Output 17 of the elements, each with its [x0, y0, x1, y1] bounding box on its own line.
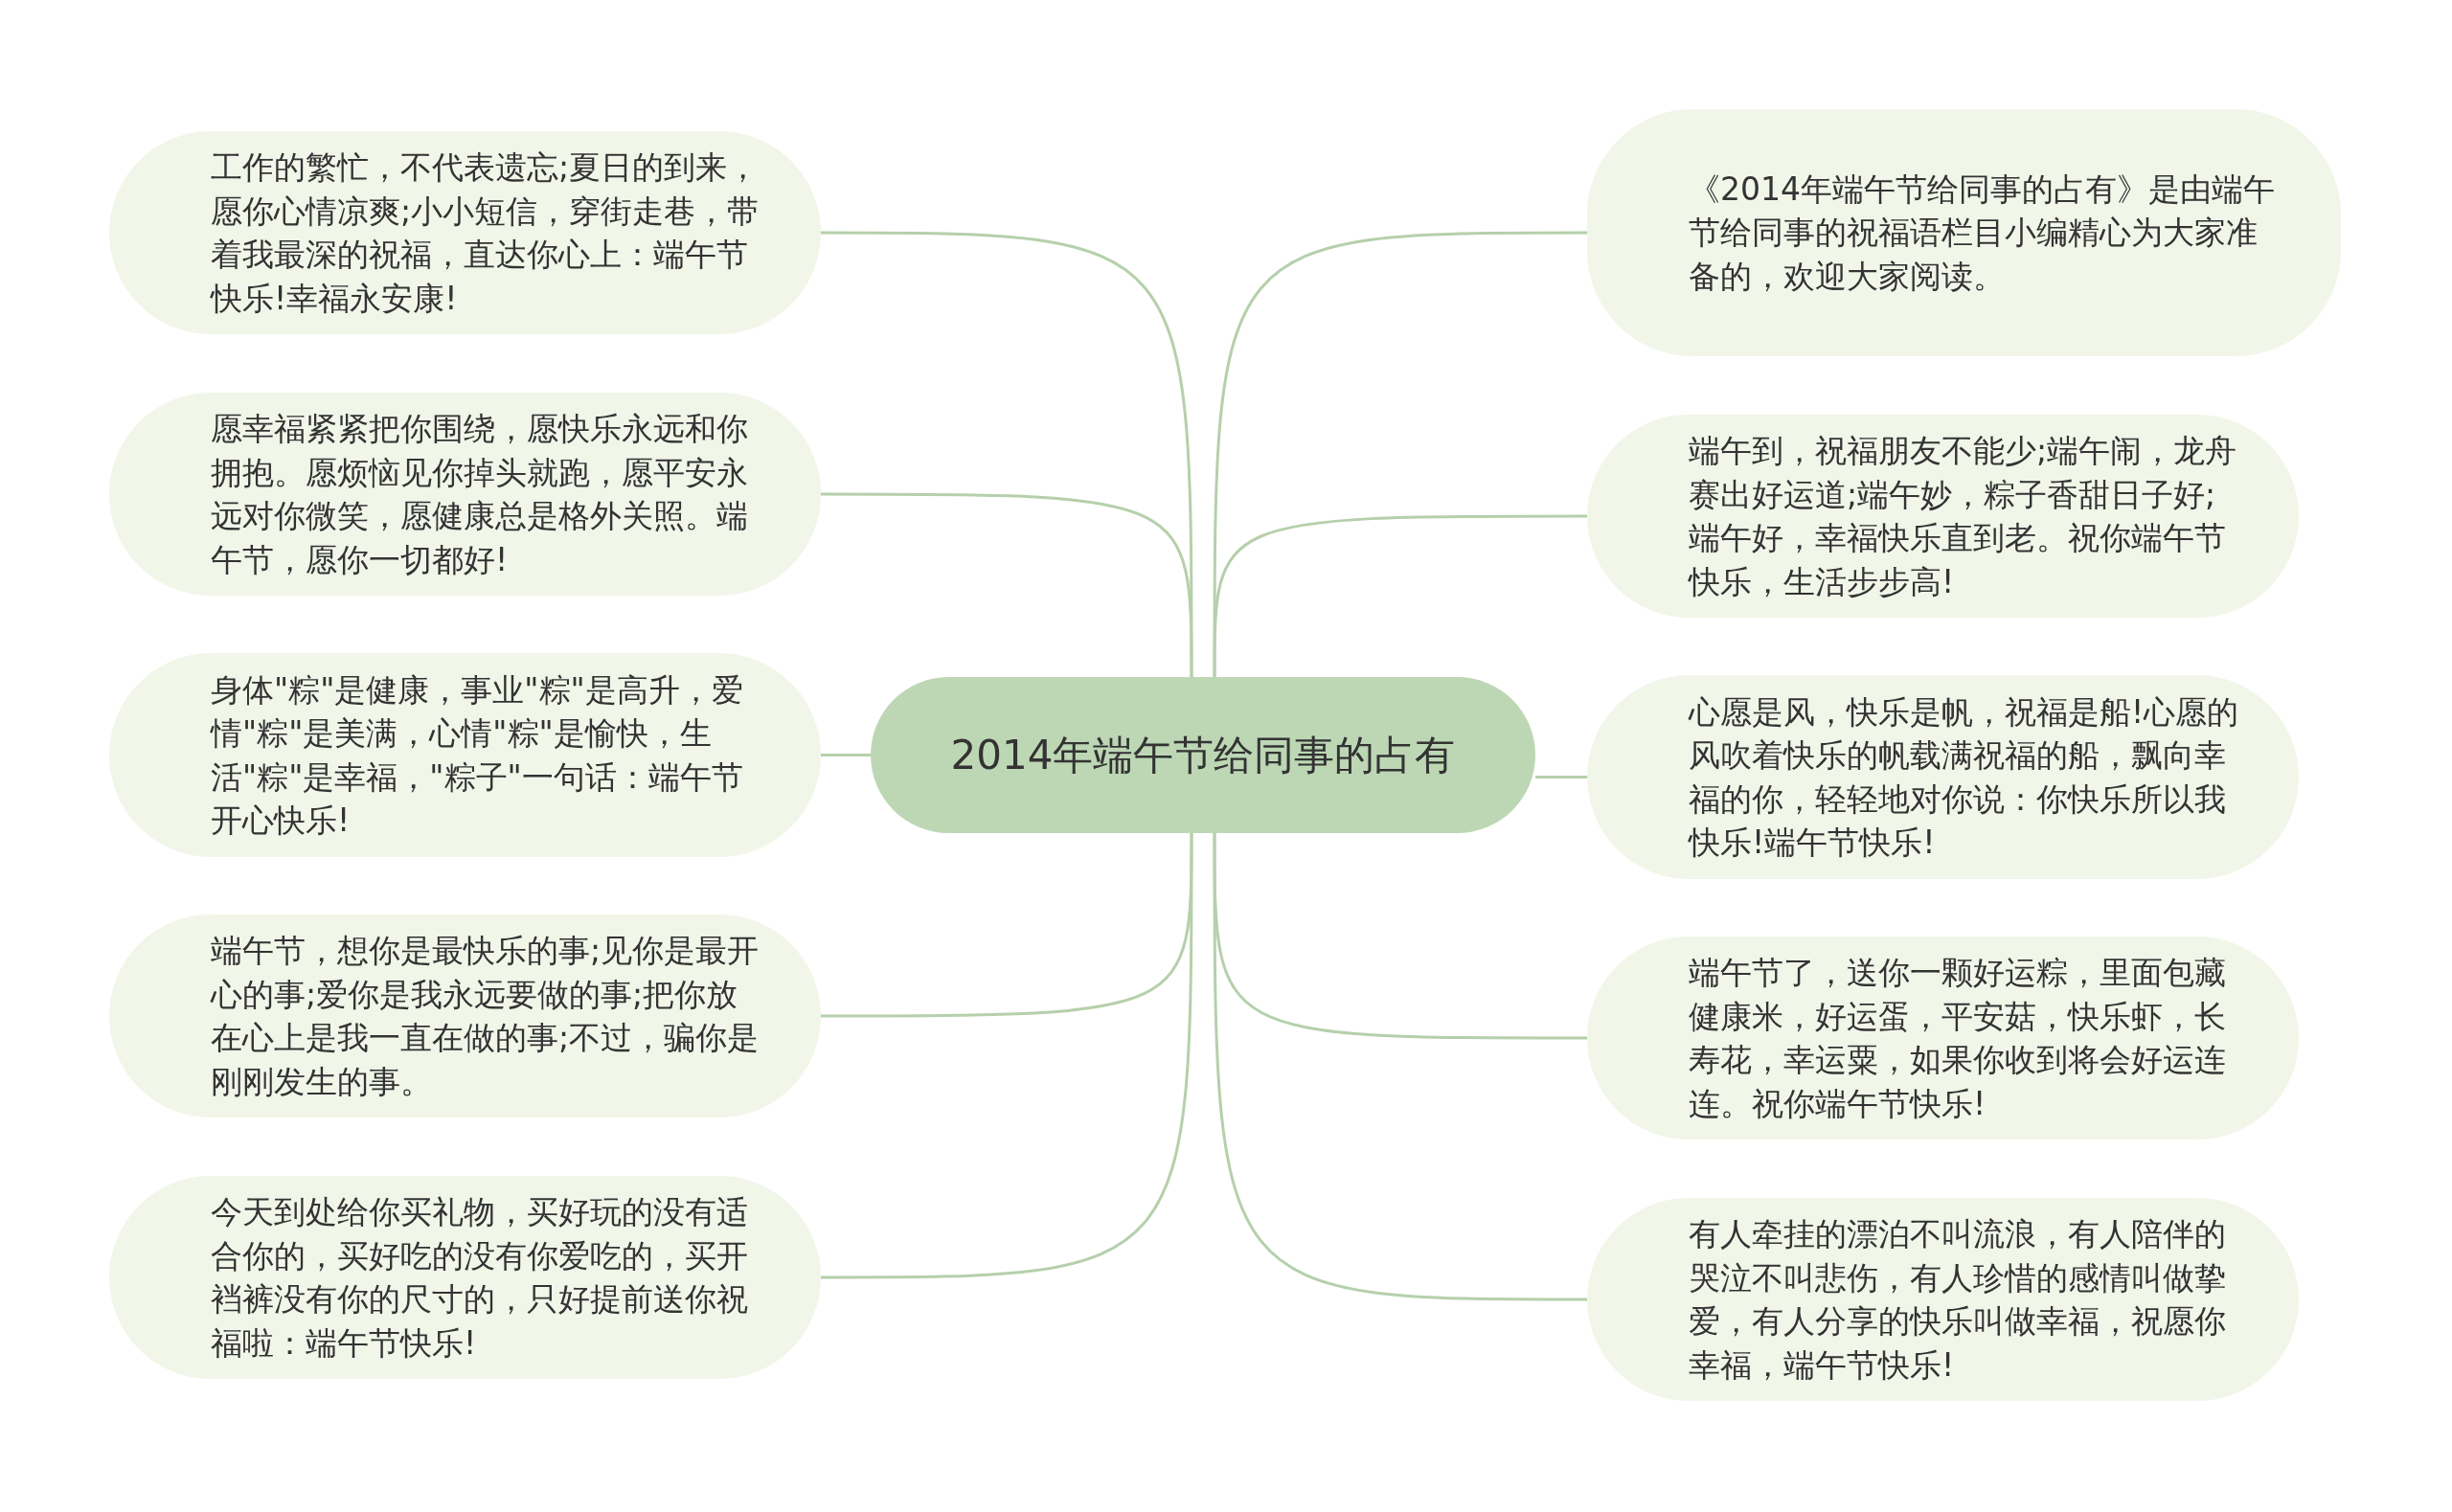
- connector-line: [821, 754, 871, 756]
- connector-line: [821, 833, 1193, 1279]
- connector-line: [1213, 833, 1587, 1301]
- bubble-text: 端午节，想你是最快乐的事;见你是最开心的事;爱你是我永远要做的事;把你放在心上是我一直在做的事;不过，骗你是刚刚发生的事。: [211, 931, 761, 1102]
- bubble-text: 端午到，祝福朋友不能少;端午闹，龙舟赛出好运道;端午妙，粽子香甜日子好;端午好，幸福快乐直到老。祝你端午节快乐，生活步步高!: [1689, 431, 2238, 602]
- bubble-text: 身体"粽"是健康，事业"粽"是高升，爱情"粽"是美满，心情"粽"是愉快，生活"粽"是幸福，"粽子"一句话：端午节开心快乐!: [211, 669, 744, 841]
- bubble-text: 愿幸福紧紧把你围绕，愿快乐永远和你拥抱。愿烦恼见你掉头就跑，愿平安永远对你微笑，愿健康总是格外关照。端午节，愿你一切都好!: [211, 409, 749, 580]
- bubble-text: 端午节了，送你一颗好运粽，里面包藏健康米，好运蛋，平安菇，快乐虾，长寿花，幸运粟，如果你收到将会好运连连。祝你端午节快乐!: [1689, 953, 2227, 1124]
- bubble-text: 有人牵挂的漂泊不叫流浪，有人陪伴的哭泣不叫悲伤，有人珍惜的感情叫做挚爱，有人分享的快乐叫做幸福，祝愿你幸福，端午节快乐!: [1689, 1214, 2227, 1386]
- connector-line: [1213, 514, 1587, 677]
- bubble-text: 心愿是风，快乐是帆，祝福是船!心愿的风吹着快乐的帆载满祝福的船，飘向幸福的你，轻轻地对你说：你快乐所以我快乐!端午节快乐!: [1689, 691, 2240, 863]
- connector-line: [1535, 776, 1587, 779]
- bubble-text: 今天到处给你买礼物，买好玩的没有适合你的，买好吃的没有你爱吃的，买开裆裤没有你的尺寸的，只好提前送你祝福啦：端午节快乐!: [211, 1192, 749, 1364]
- connector-line: [821, 492, 1193, 677]
- bubble-text: 《2014年端午节给同事的占有》是由端午节给同事的祝福语栏目小编精心为大家准备的，欢迎大家阅读。: [1689, 169, 2276, 297]
- bubble-text: 工作的繁忙，不代表遗忘;夏日的到来，愿你心情凉爽;小小短信，穿街走巷，带着我最深的祝福，直达你心上：端午节快乐!幸福永安康!: [211, 147, 761, 319]
- central-topic-text: 2014年端午节给同事的占有: [950, 730, 1456, 780]
